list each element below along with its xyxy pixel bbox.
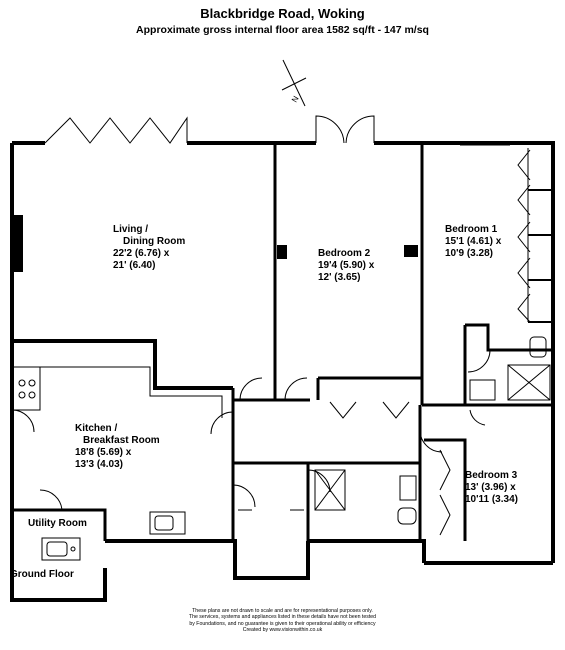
kitchen-label: Kitchen / Breakfast Room 18'8 (5.69) x 1… [75, 423, 160, 471]
living-room-label: Living / Dining Room 22'2 (6.76) x 21' (… [113, 224, 185, 272]
bedroom2-label: Bedroom 2 19'4 (5.90) x 12' (3.65) [318, 248, 374, 284]
kitchen-name-2: Breakfast Room [83, 435, 160, 446]
bedroom3-label: Bedroom 3 13' (3.96) x 10'11 (3.34) [465, 470, 518, 506]
bedroom1-dim-2: 10'9 (3.28) [445, 248, 493, 259]
bedroom3-dim-1: 13' (3.96) x [465, 482, 516, 493]
disclaimer-line-3: by Foundations, and no guarantee is give… [189, 620, 376, 627]
bedroom1-dim-1: 15'1 (4.61) x [445, 236, 502, 247]
living-room-name-1: Living / [113, 224, 148, 235]
outer-walls [10, 141, 555, 602]
disclaimer-line-1: These plans are not drawn to scale and a… [192, 608, 373, 614]
bedroom3-name: Bedroom 3 [465, 470, 518, 481]
bedroom1-name: Bedroom 1 [445, 224, 498, 235]
floor-label: Ground Floor [10, 569, 74, 580]
kitchen-dim-2: 13'3 (4.03) [75, 459, 123, 470]
bedroom1-wardrobe [517, 148, 553, 323]
compass-label: N [290, 94, 301, 104]
utility-room-label: Utility Room [28, 518, 87, 529]
bedroom2-dim-1: 19'4 (5.90) x [318, 260, 375, 271]
windows [11, 460, 520, 579]
bedroom2-name: Bedroom 2 [318, 248, 371, 259]
ensuite-fixtures [467, 336, 551, 401]
interior-walls [12, 143, 553, 541]
living-room-name-2: Dining Room [123, 236, 186, 247]
chimney-breasts [12, 215, 418, 272]
bifold-doors [44, 116, 188, 144]
disclaimer: These plans are not drawn to scale and a… [150, 608, 415, 633]
living-room-dim-2: 21' (6.40) [113, 260, 156, 271]
door-swings [11, 377, 486, 511]
plan-title: Blackbridge Road, Woking [200, 6, 365, 21]
hall-cupboard [314, 469, 346, 511]
kitchen-name-1: Kitchen / [75, 423, 118, 434]
bathroom-fixtures [397, 475, 417, 525]
kitchen-units [14, 366, 223, 541]
disclaimer-line-2: The services, systems and appliances lis… [188, 614, 377, 621]
french-doors [315, 115, 375, 144]
compass-icon [281, 59, 307, 107]
bedroom1-label: Bedroom 1 15'1 (4.61) x 10'9 (3.28) [445, 224, 501, 260]
utility-sink [41, 537, 81, 561]
hall-doors [329, 401, 410, 419]
living-room-dim-1: 22'2 (6.76) x [113, 248, 170, 259]
bedroom3-dim-2: 10'11 (3.34) [465, 494, 518, 505]
bedroom3-wardrobe [439, 449, 451, 536]
kitchen-dim-1: 18'8 (5.69) x [75, 447, 132, 458]
floor-area-subtitle: Approximate gross internal floor area 15… [136, 24, 429, 36]
bedroom2-dim-2: 12' (3.65) [318, 272, 361, 283]
disclaimer-line-4: Created by www.visionwithin.co.uk [242, 626, 323, 633]
